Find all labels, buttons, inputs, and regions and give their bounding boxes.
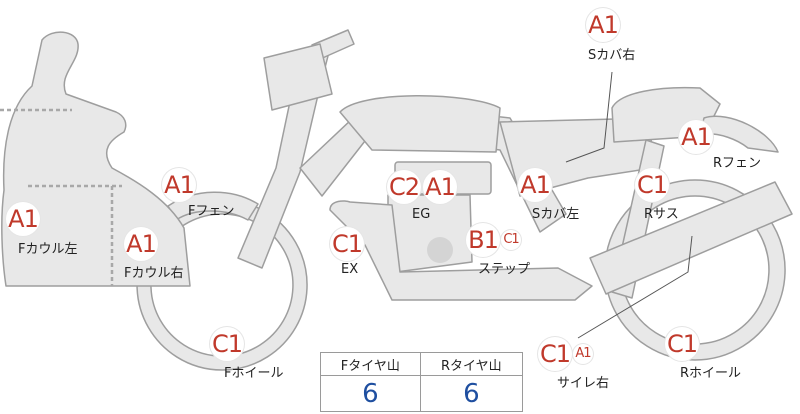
part-label-r-wheel: Rホイール bbox=[680, 366, 742, 381]
part-label-engine: EG bbox=[412, 207, 431, 222]
grade-badge: C1 bbox=[210, 327, 244, 361]
rear-tread-value: 6 bbox=[419, 375, 524, 412]
grade-marker: C1 bbox=[635, 168, 669, 202]
rear-fender-shape bbox=[699, 115, 779, 153]
cowl-split-lines bbox=[0, 108, 122, 286]
grade-marker: A1 bbox=[679, 120, 713, 154]
grade-badge: A1 bbox=[586, 8, 620, 42]
part-label-exhaust: EX bbox=[341, 262, 359, 277]
grade-badge: B1 bbox=[466, 223, 500, 257]
part-label-f-cowl-left: Fカウル左 bbox=[18, 242, 78, 257]
grade-badge: A1 bbox=[6, 202, 40, 236]
front-cowl-shape bbox=[1, 31, 191, 287]
grade-badge: C1 bbox=[538, 337, 572, 371]
grade-marker: B1 C1 bbox=[466, 223, 521, 257]
leader-lines bbox=[565, 71, 693, 339]
grade-marker: A1 bbox=[124, 227, 158, 261]
grade-badge: C1 bbox=[665, 327, 699, 361]
grade-marker: A1 bbox=[6, 202, 40, 236]
grade-badge: A1 bbox=[573, 344, 593, 364]
part-label-f-cowl-right: Fカウル右 bbox=[124, 266, 184, 281]
part-label-f-fender: Fフェン bbox=[188, 204, 235, 219]
grade-badge: A1 bbox=[518, 168, 552, 202]
grade-marker: C1 bbox=[330, 227, 364, 261]
grade-badge: C2 bbox=[387, 170, 421, 204]
grade-marker: C2 A1 bbox=[387, 170, 457, 204]
part-label-s-cover-right-top: Sカバ右 bbox=[588, 48, 636, 63]
engine-detail-circle bbox=[427, 237, 453, 263]
grade-badge: A1 bbox=[679, 120, 713, 154]
part-label-f-wheel: Fホイール bbox=[224, 366, 284, 381]
part-label-step: ステップ bbox=[478, 262, 531, 277]
silencer-shape bbox=[589, 181, 793, 295]
grade-badge: A1 bbox=[124, 227, 158, 261]
grade-badge: C1 bbox=[501, 230, 521, 250]
part-label-silencer-right: サイレ右 bbox=[557, 376, 610, 391]
rear-tread-header: Rタイヤ山 bbox=[419, 351, 524, 377]
grade-marker: C1 bbox=[210, 327, 244, 361]
part-label-s-cover-left: Sカバ左 bbox=[532, 207, 580, 222]
grade-badge: C1 bbox=[635, 168, 669, 202]
grade-badge: A1 bbox=[423, 170, 457, 204]
part-label-r-suspension: Rサス bbox=[644, 207, 679, 222]
part-label-r-fender: Rフェン bbox=[713, 156, 762, 171]
grade-marker: C1 A1 bbox=[538, 337, 593, 371]
grade-marker: A1 bbox=[518, 168, 552, 202]
grade-badge: A1 bbox=[162, 168, 196, 202]
exhaust-shape bbox=[329, 200, 593, 301]
tire-tread-table: Fタイヤ山 Rタイヤ山 6 6 bbox=[320, 351, 524, 412]
grade-marker: A1 bbox=[586, 8, 620, 42]
front-tread-header: Fタイヤ山 bbox=[320, 351, 421, 377]
grade-badge: C1 bbox=[330, 227, 364, 261]
grade-marker: C1 bbox=[665, 327, 699, 361]
tank-shape bbox=[339, 95, 501, 153]
front-tread-value: 6 bbox=[320, 375, 421, 412]
meter-shape bbox=[263, 43, 333, 111]
grade-marker: A1 bbox=[162, 168, 196, 202]
front-fender-shape bbox=[167, 191, 259, 221]
